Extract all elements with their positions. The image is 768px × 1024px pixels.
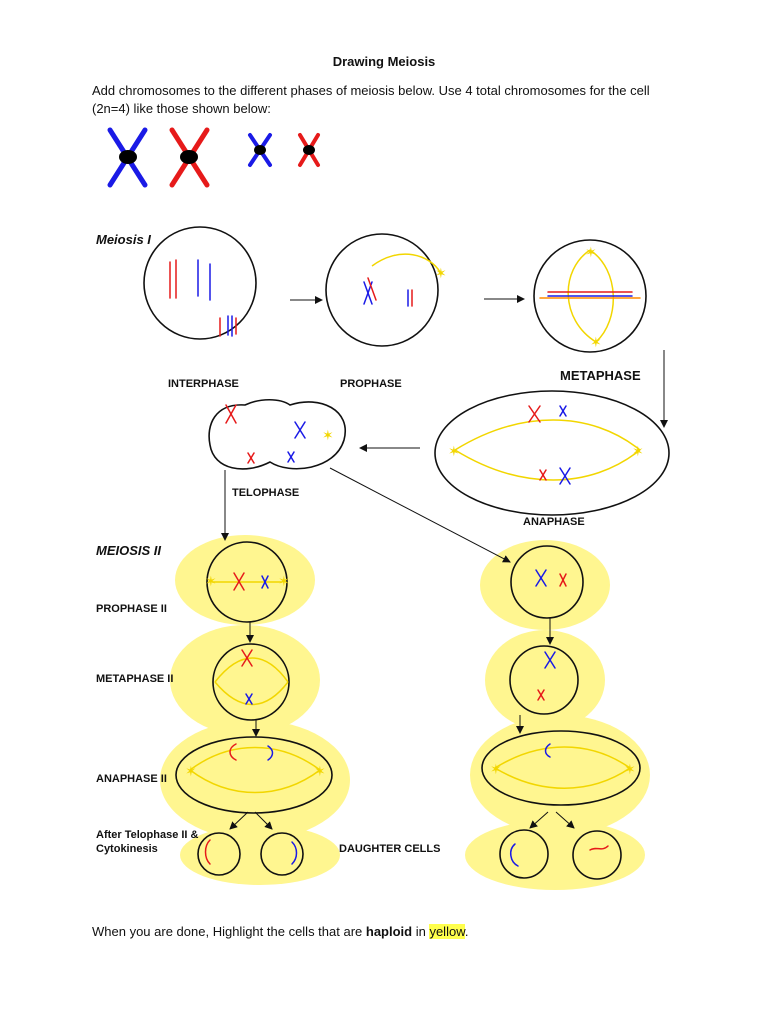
footer-instruction: When you are done, Highlight the cells t… bbox=[92, 924, 469, 939]
telophase-label: TELOPHASE bbox=[232, 487, 300, 499]
instructions: Add chromosomes to the different phases … bbox=[92, 83, 650, 116]
footer-suffix: . bbox=[464, 924, 469, 939]
svg-text:✶: ✶ bbox=[435, 266, 447, 282]
daughter-cell-4 bbox=[572, 830, 622, 880]
anaphase2-cell-left bbox=[175, 736, 333, 814]
telophase-cell bbox=[208, 398, 347, 470]
svg-text:✶: ✶ bbox=[585, 245, 597, 261]
anaphase-label: ANAPHASE bbox=[523, 516, 585, 528]
daughter-cell-1 bbox=[197, 832, 241, 876]
anaphase2-cell-right bbox=[481, 730, 641, 806]
svg-text:✶: ✶ bbox=[632, 444, 644, 460]
svg-text:✶: ✶ bbox=[205, 574, 217, 590]
metaphase2-label: METAPHASE II bbox=[96, 673, 174, 685]
haploid-word: haploid bbox=[365, 924, 413, 939]
footer-prefix: When you are done, Highlight the cells t… bbox=[92, 924, 366, 939]
prophase-cell bbox=[325, 233, 439, 347]
metaphase2-cell-right bbox=[509, 645, 579, 715]
daughter-cell-3 bbox=[499, 829, 549, 879]
anaphase2-label: ANAPHASE II bbox=[96, 773, 167, 785]
prophase-label: PROPHASE bbox=[340, 378, 402, 390]
svg-text:✶: ✶ bbox=[624, 762, 636, 778]
daughter-cells-label: DAUGHTER CELLS bbox=[339, 843, 441, 855]
svg-text:✶: ✶ bbox=[448, 444, 460, 460]
after-telophase2-label: After Telophase II & bbox=[96, 829, 199, 841]
svg-text:✶: ✶ bbox=[314, 764, 326, 780]
cytokinesis-label: Cytokinesis bbox=[96, 843, 158, 855]
prophase2-cell-left bbox=[206, 541, 288, 623]
anaphase-cell bbox=[434, 390, 670, 516]
prophase2-cell-right bbox=[510, 545, 584, 619]
svg-text:✶: ✶ bbox=[590, 335, 602, 351]
prophase2-label: PROPHASE II bbox=[96, 603, 167, 615]
haploid-highlight bbox=[160, 535, 650, 890]
interphase-cell bbox=[143, 226, 257, 340]
metaphase2-cell-left bbox=[212, 643, 290, 721]
svg-text:✶: ✶ bbox=[278, 574, 290, 590]
yellow-word: yellow bbox=[429, 924, 465, 939]
svg-text:✶: ✶ bbox=[185, 764, 197, 780]
svg-text:✶: ✶ bbox=[322, 428, 334, 444]
meiosis2-heading: MEIOSIS II bbox=[96, 543, 162, 558]
footer-middle: in bbox=[412, 924, 430, 939]
daughter-cell-2 bbox=[260, 832, 304, 876]
interphase-label: INTERPHASE bbox=[168, 378, 239, 390]
metaphase-cell bbox=[533, 239, 647, 353]
metaphase-label: METAPHASE bbox=[560, 368, 641, 383]
page-title: Drawing Meiosis bbox=[332, 54, 436, 69]
example-chromosomes bbox=[107, 127, 320, 188]
meiosis1-heading: Meiosis I bbox=[96, 232, 151, 247]
svg-text:✶: ✶ bbox=[490, 762, 502, 778]
